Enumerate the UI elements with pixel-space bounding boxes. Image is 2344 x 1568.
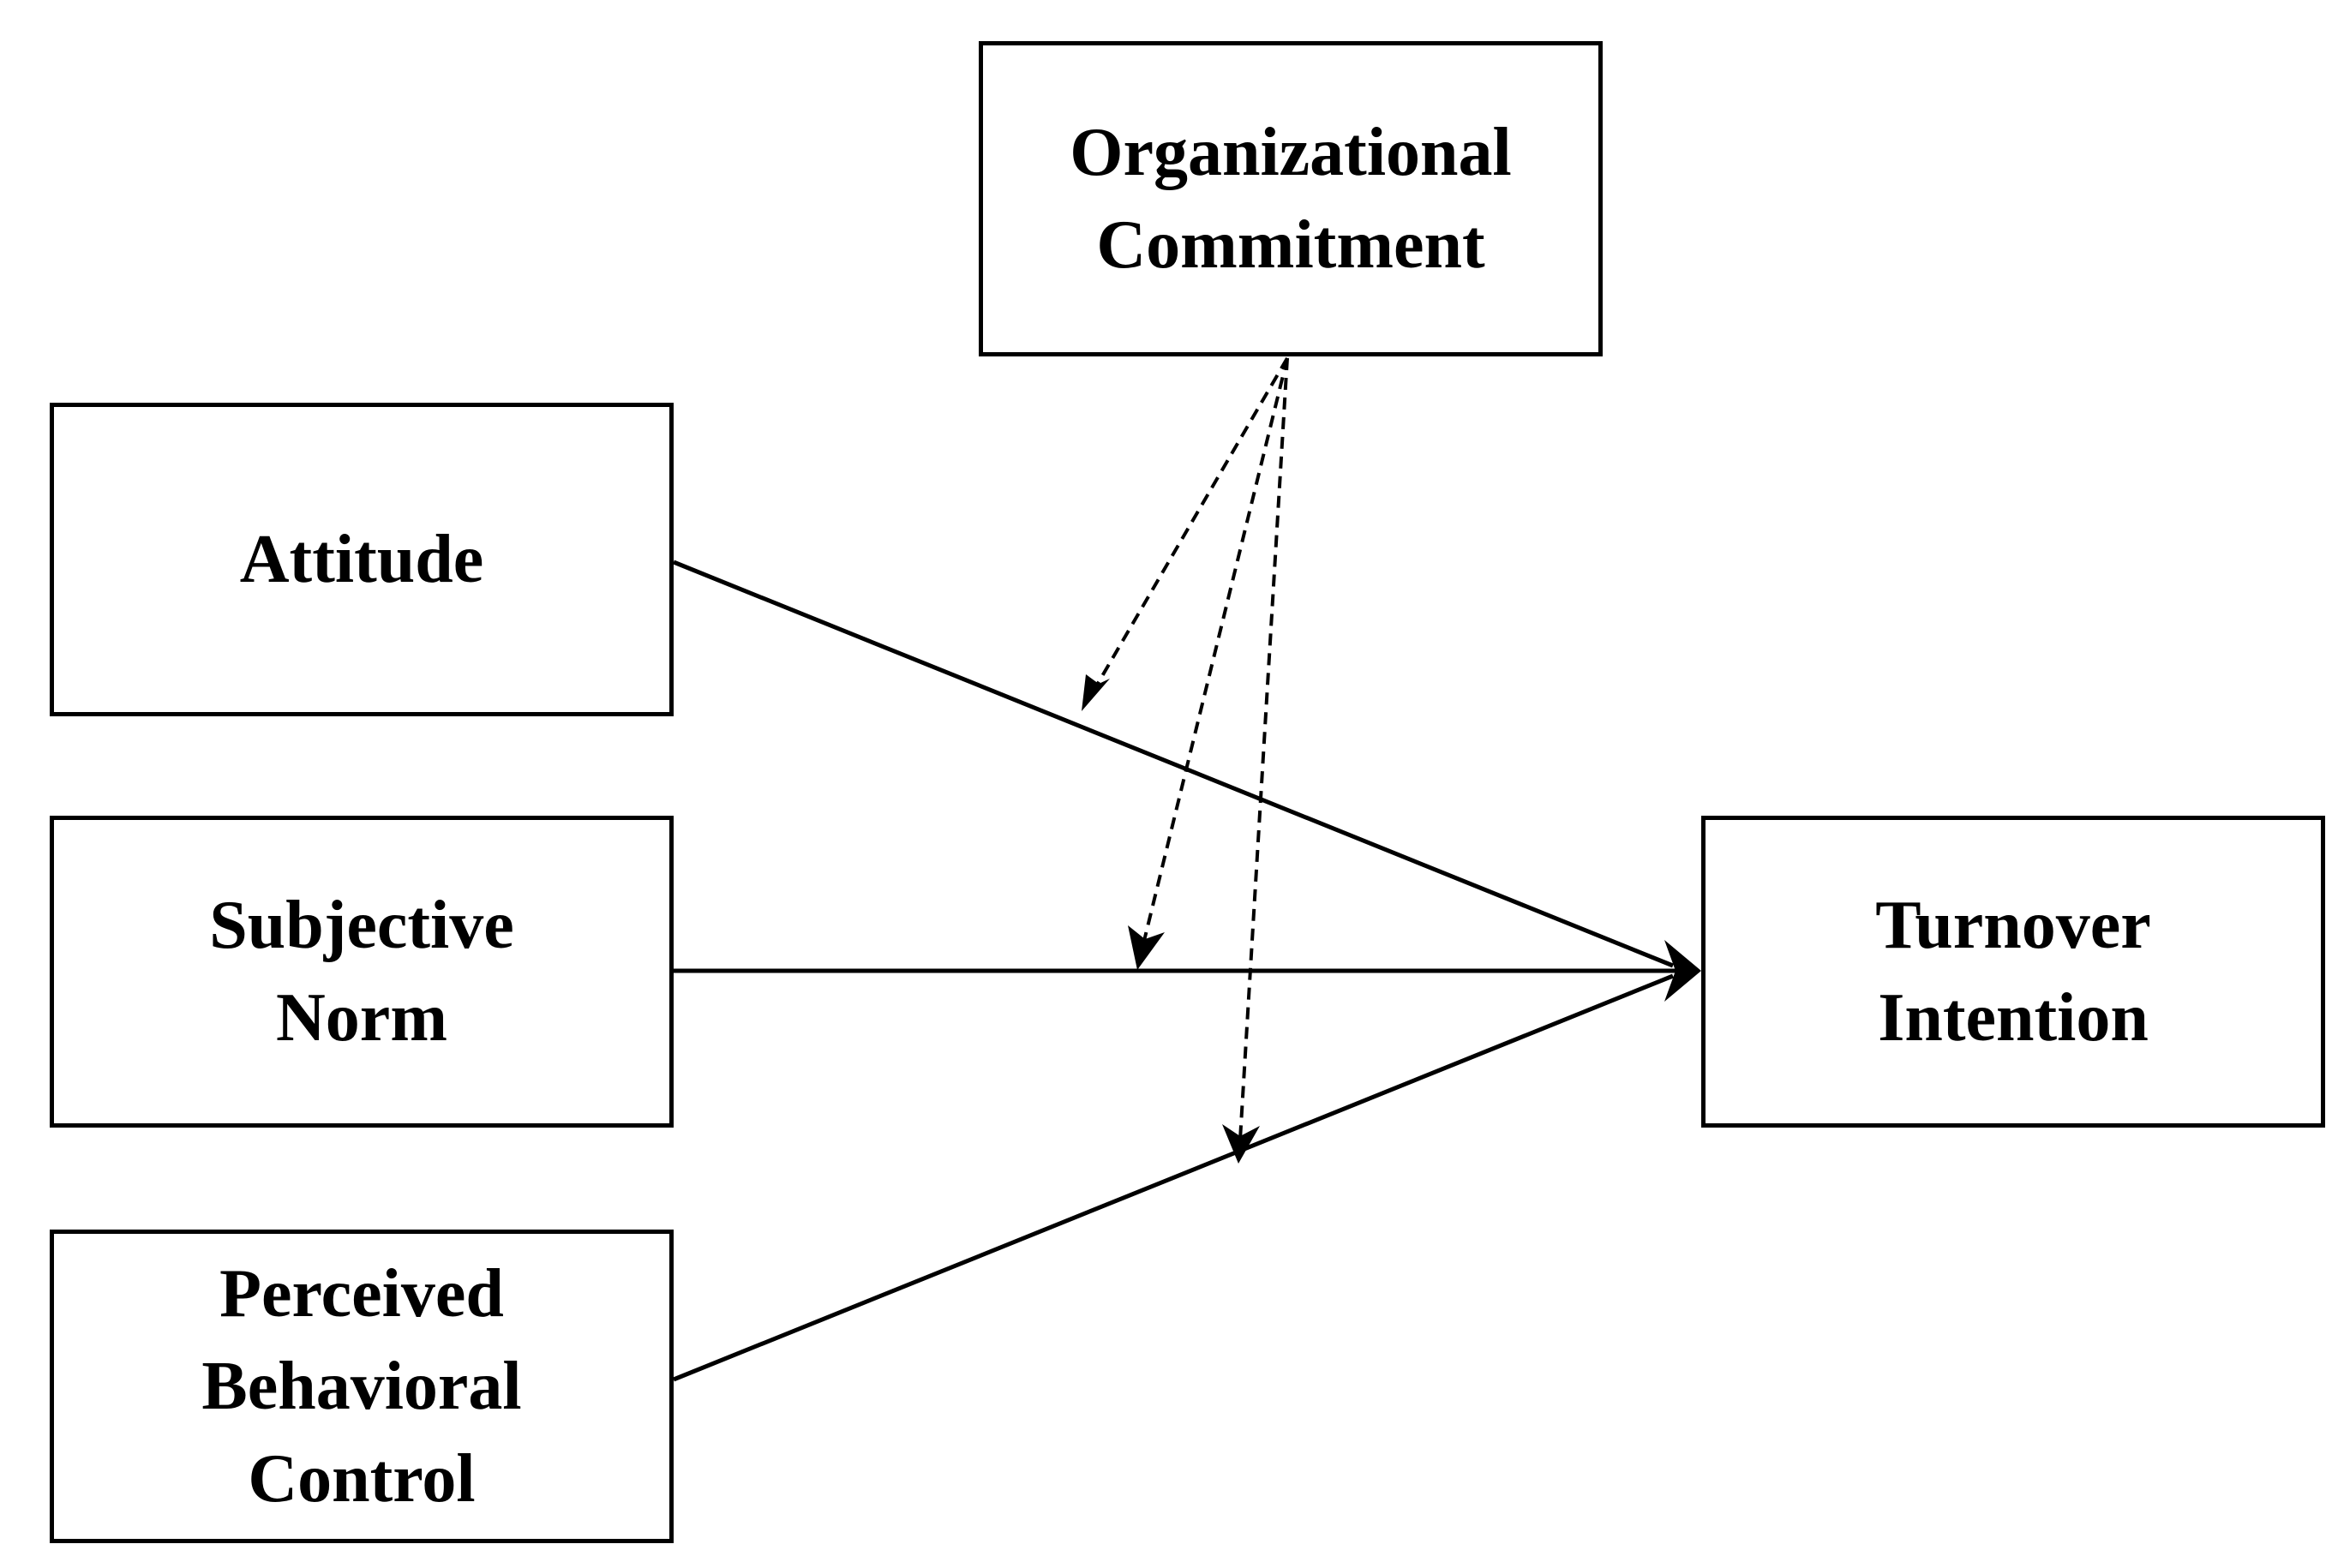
node-label: Attitude	[239, 522, 484, 597]
node-attitude: Attitude	[50, 403, 674, 716]
edge-attitude-to-turnover	[673, 560, 1674, 968]
node-label: Subjective Norm	[209, 888, 514, 1056]
edge-oc-to-subjective-norm-path	[1141, 357, 1289, 949]
edge-pbc-to-turnover	[673, 973, 1674, 1382]
arrowhead-turnover	[1664, 940, 1701, 1002]
node-label: Turnover Intention	[1875, 888, 2151, 1056]
node-organizational-commitment: Organizational Commitment	[979, 41, 1603, 356]
arrowhead-oc-pbc	[1222, 1124, 1260, 1164]
edge-oc-to-attitude-path	[1091, 356, 1289, 694]
node-label: Organizational Commitment	[1070, 115, 1512, 283]
node-perceived-behavioral-control: Perceived Behavioral Control	[50, 1230, 674, 1543]
arrowhead-oc-subjective-norm	[1128, 925, 1165, 970]
arrowhead-oc-attitude	[1082, 674, 1110, 711]
node-subjective-norm: Subjective Norm	[50, 816, 674, 1128]
node-label: Perceived Behavioral Control	[201, 1256, 522, 1517]
node-turnover-intention: Turnover Intention	[1701, 816, 2325, 1128]
edge-oc-to-pbc-path	[1238, 357, 1289, 1140]
